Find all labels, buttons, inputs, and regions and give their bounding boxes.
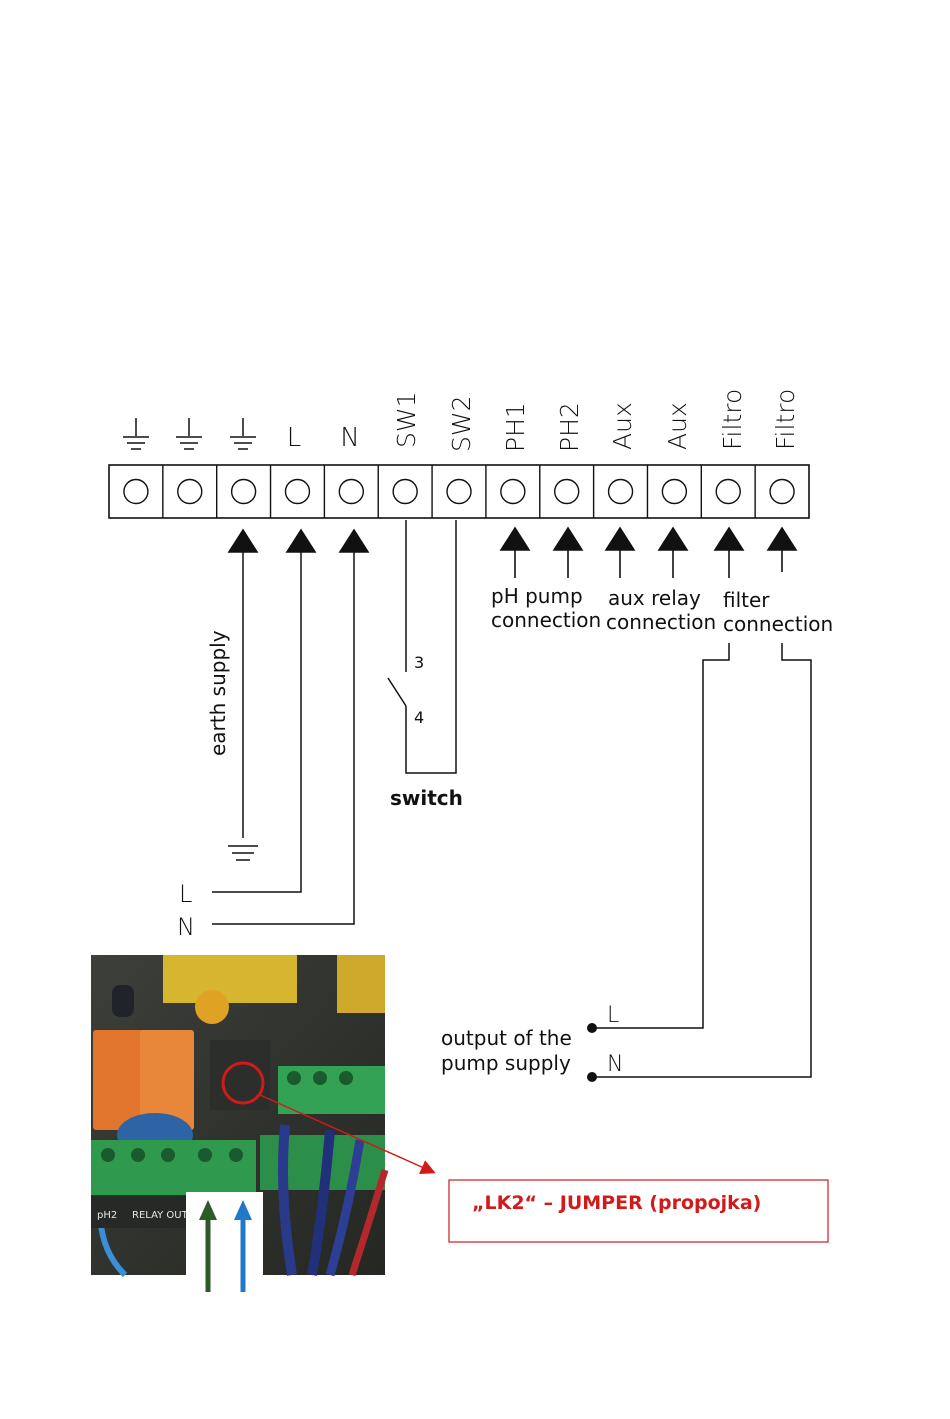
arrow-up-icon [715,528,743,550]
switch-pin-4: 4 [414,708,424,727]
ground-icon [230,418,256,449]
arrow-up-icon [229,530,257,552]
output-label-line1: output of the [441,1026,572,1050]
terminal-screw-9 [555,480,579,504]
output-L-terminal [587,1023,597,1033]
earth-supply-label: earth supply [206,630,230,756]
ground-icon [176,418,202,449]
terminal-label-filtro-1: Filtro [718,389,747,450]
terminal-screw-7 [447,480,471,504]
silkscreen-ph2: pH2 [97,1210,117,1221]
arrow-up-icon [287,530,315,552]
switch-pin-3: 3 [414,653,424,672]
ph-pump-label-line1: pH pump [491,584,583,608]
circuit-board-photo: pH2 RELAY OUT [91,955,385,1275]
terminal-label-N: N [340,423,359,453]
arrow-up-icon [501,528,529,550]
terminal-screw-13 [770,480,794,504]
aux-relay-label-line2: connection [606,610,716,634]
terminal-screw-6 [393,480,417,504]
terminal-label-L: L [287,423,302,453]
terminal-screw-5 [339,480,363,504]
jumper-callout-text: „LK2“ – JUMPER (propojka) [472,1192,761,1214]
output-N-label: N [607,1052,623,1077]
arrow-up-icon [340,530,368,552]
terminal-label-aux-1: Aux [608,402,637,450]
aux-relay-label-line1: aux relay [608,586,701,610]
terminal-label-sw2: SW2 [447,396,476,453]
terminal-block [109,465,809,518]
ph-pump-label-line2: connection [491,608,601,632]
arrow-up-icon [659,528,687,550]
terminal-screw-2 [178,480,202,504]
filter-output-wiring [594,643,811,1077]
terminal-screw-10 [609,480,633,504]
supply-N-label: N [177,913,195,941]
switch-wiring [388,520,456,773]
switch-label: switch [390,786,463,810]
arrow-up-icon [768,528,796,550]
ground-icon [123,418,149,449]
terminal-label-ph1: PH1 [501,402,530,452]
terminal-screw-1 [124,480,148,504]
supply-wiring [212,552,354,924]
terminal-label-aux-2: Aux [663,402,692,450]
terminal-label-ph2: PH2 [555,402,584,452]
terminal-screw-3 [232,480,256,504]
output-N-terminal [587,1072,597,1082]
terminal-screw-8 [501,480,525,504]
arrow-up-icon [606,528,634,550]
filter-label-line2: connection [723,612,833,636]
terminal-label-sw1: SW1 [392,392,421,449]
filter-label-line1: filter [723,588,770,612]
terminal-arrows [229,528,796,578]
terminal-labels: L N SW1 SW2 PH1 PH2 Aux Aux Filtro Filtr… [123,389,800,453]
terminal-screw-11 [662,480,686,504]
silkscreen-relay-out: RELAY OUT [132,1210,189,1221]
output-L-label: L [607,1003,619,1028]
arrow-up-icon [554,528,582,550]
supply-L-label: L [179,880,192,908]
output-label-line2: pump supply [441,1051,571,1075]
terminal-label-filtro-2: Filtro [771,389,800,450]
terminal-screw-4 [285,480,309,504]
ground-icon [228,846,258,860]
terminal-screw-12 [716,480,740,504]
